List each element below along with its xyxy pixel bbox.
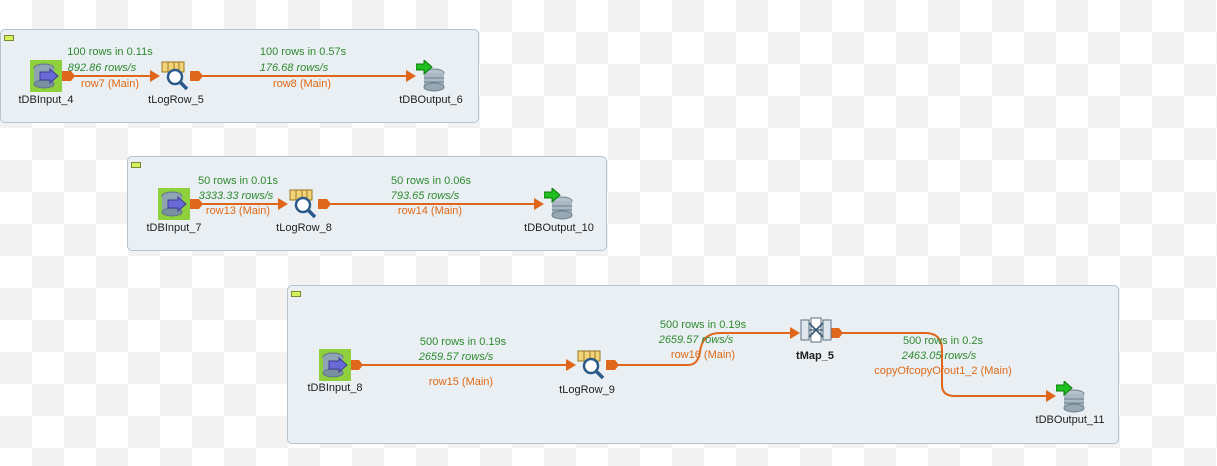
component-name: tDBOutput_6 [399,94,463,106]
subjob-collapse-button[interactable] [4,35,14,41]
component-name: tDBOutput_11 [1035,414,1105,426]
link-copyofcopyofout1-2[interactable] [830,328,1056,402]
link-rate: 892.86 rows/s [67,62,137,74]
component-db-output[interactable] [1056,381,1088,413]
link-label[interactable]: copyOfcopyOfout1_2 (Main) [874,365,1012,377]
component-name: tLogRow_8 [276,222,332,234]
component-db-input[interactable] [30,60,62,92]
link-row15[interactable] [350,359,576,371]
link-stats: 100 rows in 0.57s [259,46,347,58]
link-stats: 500 rows in 0.2s [902,335,984,347]
component-name: tLogRow_9 [559,384,615,396]
link-stats: 500 rows in 0.19s [659,319,747,331]
subjob-collapse-button[interactable] [291,291,301,297]
link-row16[interactable] [606,327,800,370]
link-rate: 2463.05 rows/s [901,350,977,362]
link-row8[interactable] [190,70,416,82]
component-name: tDBInput_4 [18,94,74,106]
component-log-row[interactable] [160,60,192,92]
link-label[interactable]: row7 (Main) [80,78,140,90]
link-label[interactable]: row16 (Main) [670,349,736,361]
component-log-row[interactable] [576,349,608,381]
db-output-icon [416,60,445,92]
db-input-icon [319,349,351,381]
component-name: tLogRow_5 [148,94,204,106]
component-name: tDBOutput_10 [524,222,594,234]
link-rate: 176.68 rows/s [259,62,329,74]
link-stats: 100 rows in 0.11s [67,46,153,58]
db-output-icon [1056,381,1085,413]
component-db-output[interactable] [416,60,448,92]
link-row13[interactable] [190,198,288,210]
link-stats: 50 rows in 0.06s [390,175,472,187]
link-stats: 50 rows in 0.01s [197,175,279,187]
component-name: tDBInput_7 [146,222,202,234]
component-db-output[interactable] [544,188,576,220]
link-stats: 500 rows in 0.19s [419,336,507,348]
link-label[interactable]: row14 (Main) [397,205,463,217]
link-row14[interactable] [318,198,544,210]
component-tmap[interactable] [800,317,832,349]
link-rate: 793.65 rows/s [390,190,460,202]
log-row-icon [289,189,317,219]
component-db-input[interactable] [158,188,190,220]
component-db-input[interactable] [319,349,351,381]
link-label[interactable]: row15 (Main) [428,376,494,388]
log-row-icon [577,350,605,380]
link-rate: 3333.33 rows/s [198,190,274,202]
db-input-icon [30,60,62,92]
component-name: tMap_5 [796,350,834,362]
db-output-icon [544,188,573,220]
link-rate: 2659.57 rows/s [658,334,734,346]
link-row7[interactable] [62,70,160,82]
log-row-icon [161,61,189,91]
link-rate: 2659.57 rows/s [418,351,494,363]
link-label[interactable]: row8 (Main) [272,78,332,90]
link-label[interactable]: row13 (Main) [205,205,271,217]
subjob-collapse-button[interactable] [131,162,141,168]
db-input-icon [158,188,190,220]
component-log-row[interactable] [288,188,320,220]
tmap-icon [800,317,832,343]
component-name: tDBInput_8 [307,382,363,394]
